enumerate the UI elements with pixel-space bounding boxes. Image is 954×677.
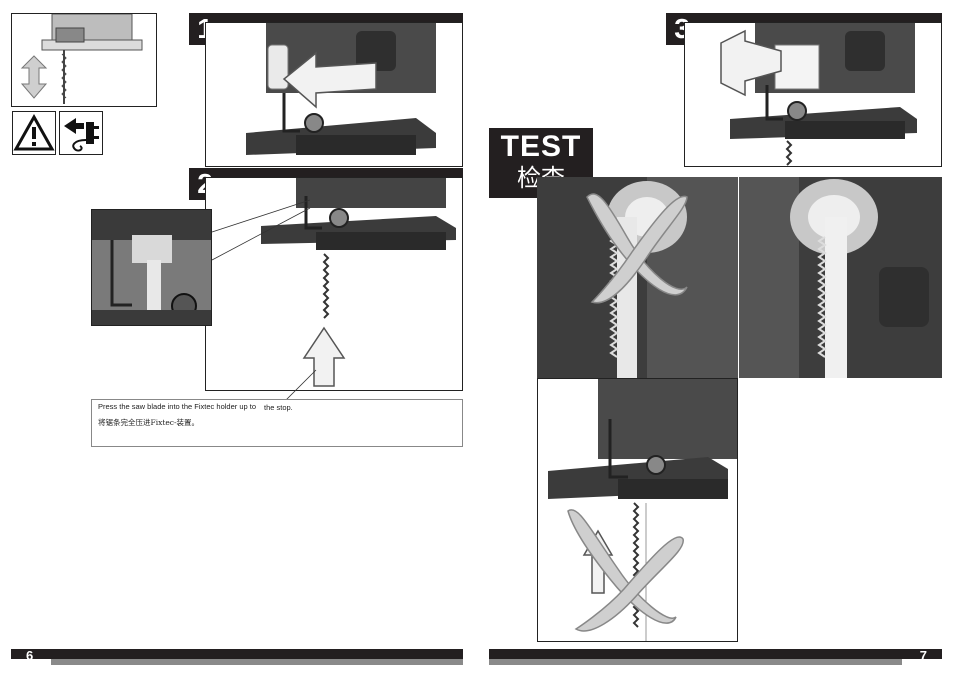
jigsaw-stroke-drawing xyxy=(20,14,143,104)
unplug-icon xyxy=(59,111,103,155)
step-2-bar xyxy=(193,168,463,177)
test-label: TEST 检查 xyxy=(489,128,593,198)
footer-right: 7 xyxy=(489,649,942,665)
step-2-caption: Press the saw blade into the Fixtec hold… xyxy=(91,399,463,447)
wrong-cross-icon xyxy=(586,193,688,304)
release-arrow-icon xyxy=(720,29,782,97)
wrong-cross-icon xyxy=(567,509,684,632)
rotate-arrow-icon xyxy=(282,51,377,109)
step-1-image xyxy=(205,22,463,167)
test-wrong-image xyxy=(537,177,738,378)
page-number-left: 6 xyxy=(26,648,34,663)
step-1-bar xyxy=(193,13,463,22)
leader-lines xyxy=(211,199,317,400)
stroke-illustration xyxy=(11,13,157,107)
test-title: TEST xyxy=(500,130,582,163)
page-number-right: 7 xyxy=(919,648,927,663)
footer-left: 6 xyxy=(11,649,463,665)
test-wrong-angle-image xyxy=(537,378,738,642)
caption-chinese: 将锯条完全压进Fixtec-装置。 xyxy=(98,418,200,427)
caption-english-2: the stop. xyxy=(264,403,293,412)
warning-icon xyxy=(12,111,56,155)
caption-english-1: Press the saw blade into the Fixtec hold… xyxy=(98,402,257,411)
up-down-arrow-icon xyxy=(20,55,48,99)
step-3-bar xyxy=(670,13,942,22)
step-3-image xyxy=(684,22,942,167)
test-correct-image xyxy=(739,177,942,378)
step-2-detail-inset xyxy=(91,209,212,326)
